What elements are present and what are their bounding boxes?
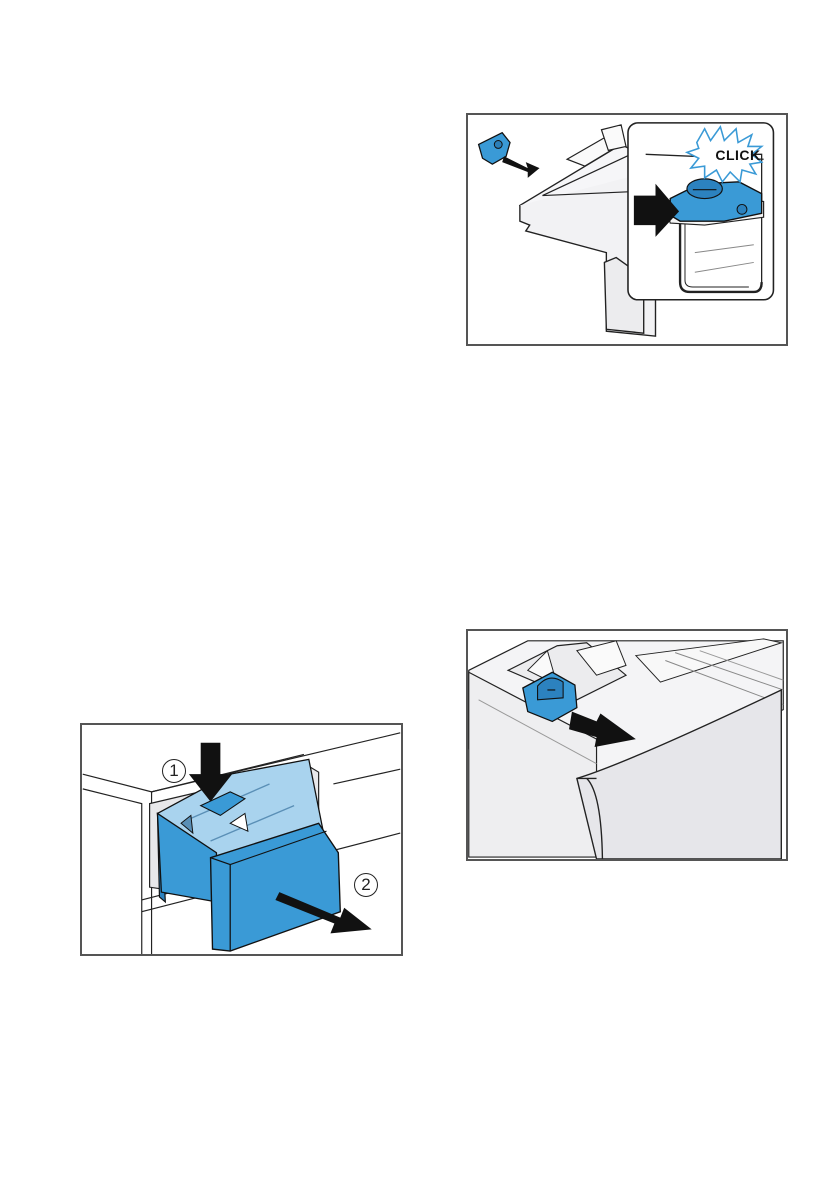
siphon-drawer-illustration bbox=[468, 631, 786, 859]
figure-siphon-drawer bbox=[466, 629, 788, 861]
remove-drawer-illustration bbox=[82, 725, 401, 954]
click-callout: CLICK bbox=[706, 147, 770, 163]
step-number-2: 2 bbox=[354, 873, 378, 897]
figure-remove-drawer: 1 2 bbox=[80, 723, 403, 956]
step-number-1: 1 bbox=[162, 759, 186, 783]
arrow-right-icon bbox=[502, 156, 539, 178]
figure-insert-siphon-click: CLICK bbox=[466, 113, 788, 346]
